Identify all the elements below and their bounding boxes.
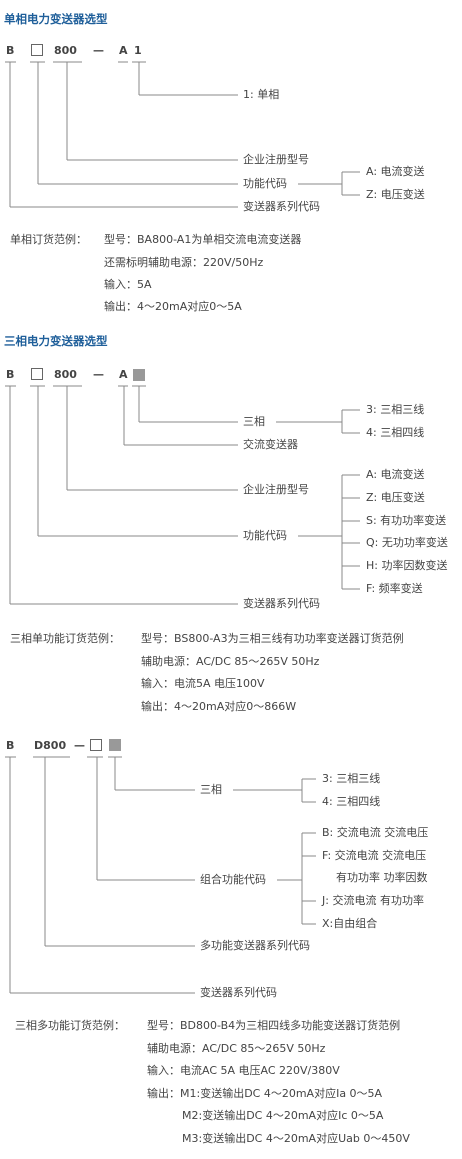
section-title-three-phase: 三相电力变送器选型 [4, 334, 108, 348]
code-filled-box [133, 369, 145, 381]
combo-option: X:自由组合 [322, 917, 378, 930]
label-combo-function-code: 组合功能代码 [200, 873, 266, 886]
function-option: Q: 无功功率变送 [366, 536, 448, 549]
label-function-code: 功能代码 [243, 177, 287, 190]
example-label: 单相订货范例： [10, 233, 87, 246]
example-line: 还需标明辅助电源：220V/50Hz [104, 256, 264, 269]
phase-option: 3: 三相三线 [322, 772, 381, 785]
example-line: M3:变送输出DC 4～20mA对应Uab 0～450V [182, 1132, 410, 1145]
example-label: 三相单功能订货范例： [10, 632, 120, 645]
phase-option: 3: 三相三线 [366, 403, 425, 416]
code-800: 800 [54, 368, 77, 381]
label-function-code: 功能代码 [243, 529, 287, 542]
label-ac-transmitter: 交流变送器 [243, 438, 298, 451]
function-option: F: 频率变送 [366, 582, 423, 595]
code-dash: — [93, 44, 104, 57]
code-placeholder-box [90, 739, 102, 751]
phase-option: 4: 三相四线 [322, 795, 381, 808]
label-company-model: 企业注册型号 [243, 153, 309, 166]
label-company-model: 企业注册型号 [243, 483, 309, 496]
code-b: B [6, 368, 15, 381]
function-option: S: 有功功率变送 [366, 514, 447, 527]
label-phase: 1: 单相 [243, 88, 280, 101]
code-dash: — [74, 739, 85, 752]
label-series-code: 变送器系列代码 [243, 597, 320, 610]
label-series-code: 变送器系列代码 [200, 986, 277, 999]
label-series-code: 变送器系列代码 [243, 200, 320, 213]
example-line: 辅助电源：AC/DC 85～265V 50Hz [141, 655, 320, 668]
function-option: H: 功率因数变送 [366, 559, 448, 572]
code-d800: D800 [34, 739, 67, 752]
code-b: B [6, 44, 15, 57]
label-three-phase: 三相 [243, 415, 265, 428]
function-option: A: 电流变送 [366, 468, 425, 481]
example-line: 型号：BS800-A3为三相三线有功功率变送器订货范例 [141, 632, 404, 645]
code-b: B [6, 739, 15, 752]
example-line: 输入：电流5A 电压100V [141, 677, 265, 690]
example-line: 输入：5A [104, 278, 152, 291]
combo-option: F: 交流电流 交流电压 [322, 849, 427, 862]
code-800: 800 [54, 44, 77, 57]
option-current: A: 电流变送 [366, 165, 425, 178]
example-line: 输出：4～20mA对应0～5A [104, 300, 242, 313]
example-line: 型号：BD800-B4为三相四线多功能变送器订货范例 [147, 1019, 401, 1032]
example-line: 型号：BA800-A1为单相交流电流变送器 [104, 233, 302, 246]
option-voltage: Z: 电压变送 [366, 188, 425, 201]
combo-option: B: 交流电流 交流电压 [322, 826, 429, 839]
label-multi-function-series: 多功能变送器系列代码 [200, 939, 310, 952]
code-dash: — [93, 368, 104, 381]
section-title-single-phase: 单相电力变送器选型 [4, 12, 108, 26]
code-1: 1 [134, 44, 142, 57]
code-filled-box [109, 739, 121, 751]
example-line: M2:变送输出DC 4～20mA对应Ic 0～5A [182, 1109, 384, 1122]
code-a: A [119, 368, 128, 381]
code-a: A [119, 44, 128, 57]
label-three-phase: 三相 [200, 783, 222, 796]
example-line: 输出：M1:变送输出DC 4～20mA对应Ia 0～5A [147, 1087, 383, 1100]
combo-option: J: 交流电流 有功功率 [322, 894, 424, 907]
phase-option: 4: 三相四线 [366, 426, 425, 439]
code-placeholder-box [31, 44, 43, 56]
example-line: 辅助电源：AC/DC 85～265V 50Hz [147, 1042, 326, 1055]
code-placeholder-box [31, 368, 43, 380]
example-line: 输入：电流AC 5A 电压AC 220V/380V [147, 1064, 340, 1077]
example-line: 输出：4～20mA对应0～866W [141, 700, 297, 713]
combo-option: 有功功率 功率因数 [336, 871, 428, 884]
example-label: 三相多功能订货范例： [15, 1019, 125, 1032]
function-option: Z: 电压变送 [366, 491, 425, 504]
